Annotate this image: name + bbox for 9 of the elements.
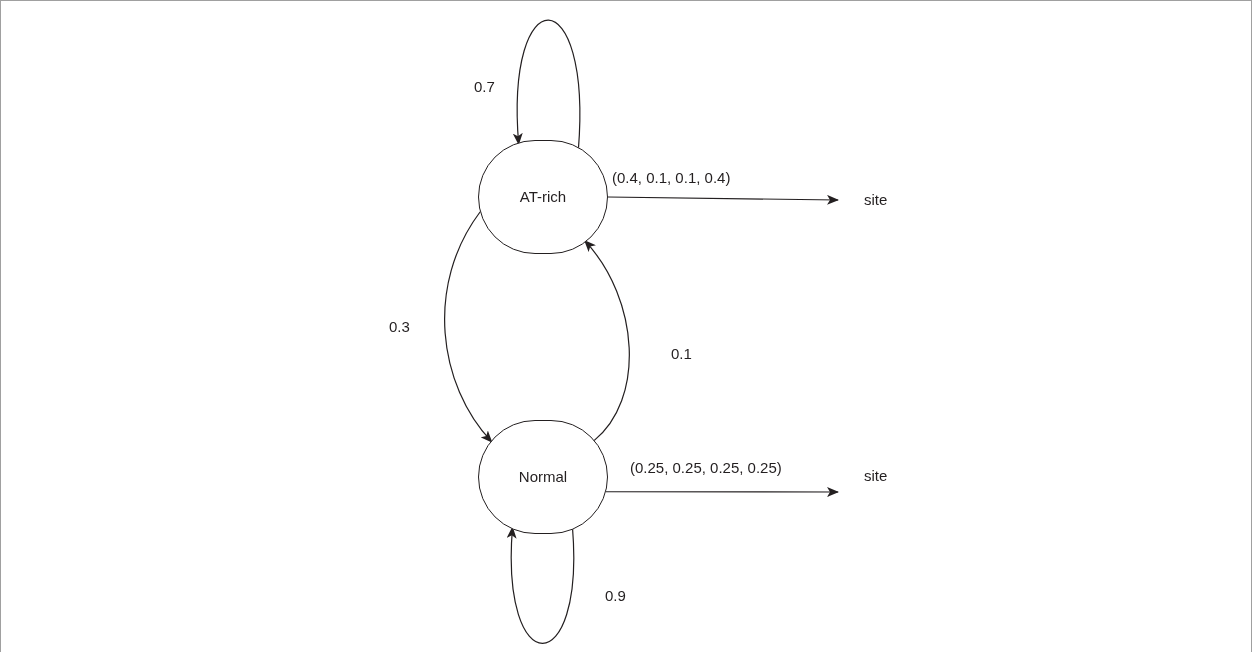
state-label: AT-rich: [519, 186, 567, 207]
arrow: [607, 194, 839, 205]
arrow: [584, 239, 630, 442]
arrow: [513, 19, 581, 150]
site-label: site: [840, 186, 900, 214]
arrow: [444, 211, 493, 443]
state-label: Normal: [518, 466, 568, 487]
site-label: site: [840, 462, 900, 490]
arrow: [507, 526, 575, 644]
